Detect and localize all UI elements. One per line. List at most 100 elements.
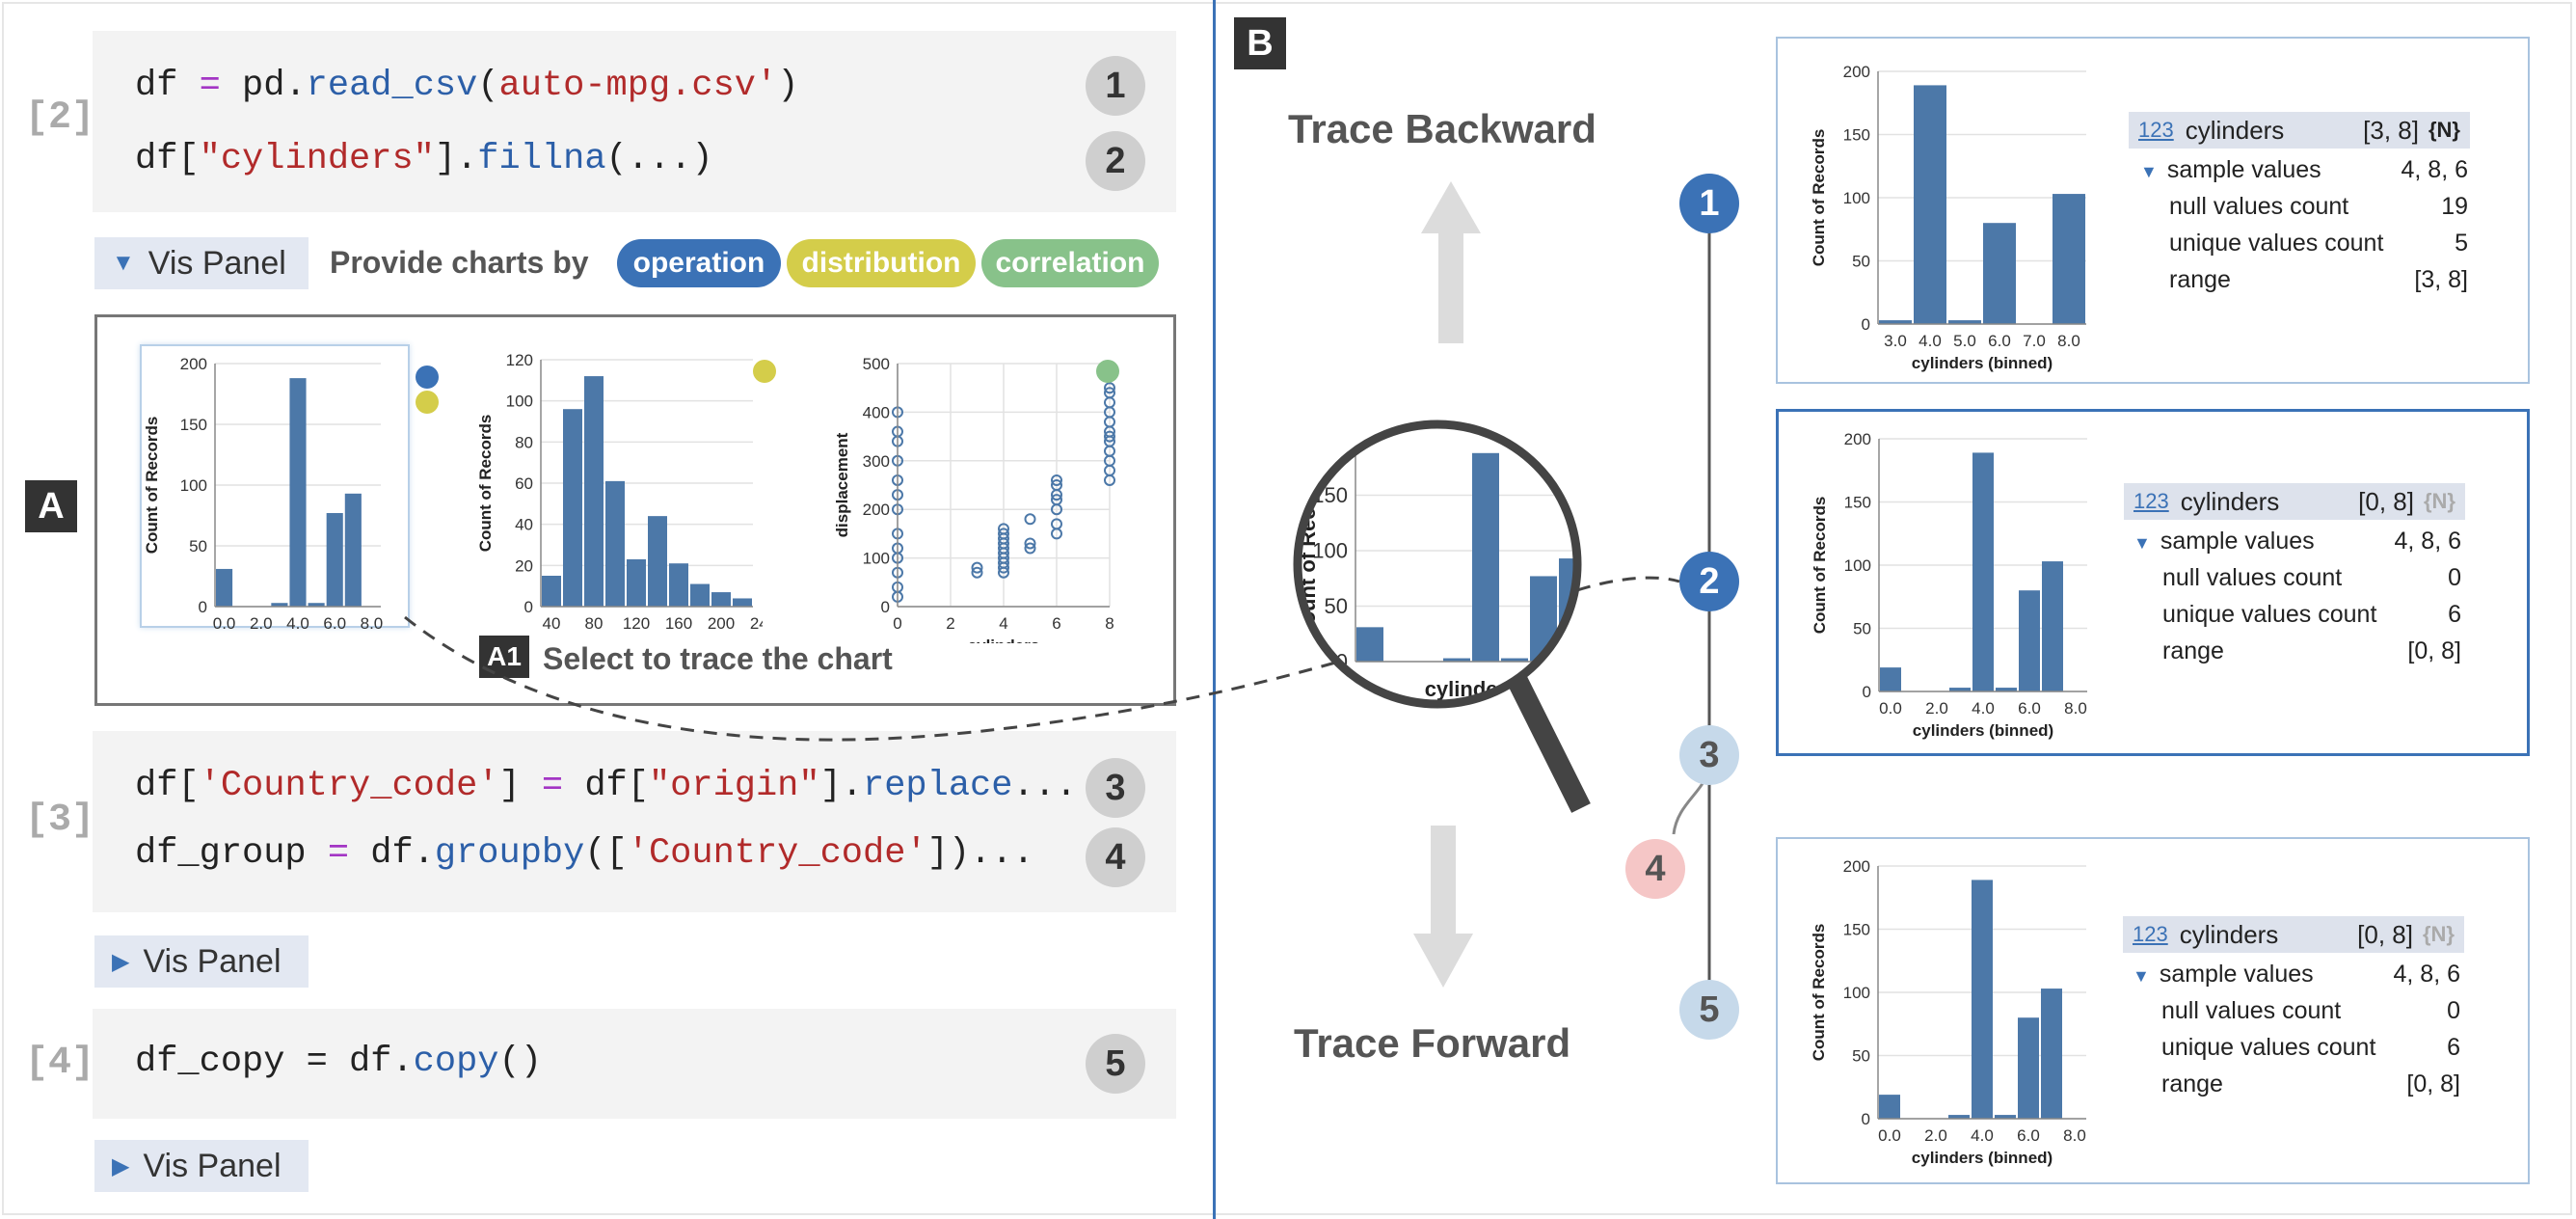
bar <box>542 576 561 607</box>
x-axis-title: cylinders (binned) <box>1912 354 2053 372</box>
vis-panel-toggle-open[interactable]: ▼ Vis Panel <box>94 237 309 289</box>
x-tick-label: 8.0 <box>2063 1126 2086 1145</box>
code-token: 'Country_code' <box>199 766 499 806</box>
bar <box>271 603 288 607</box>
sample-values-row[interactable]: ▼sample values 4, 8, 6 <box>2140 156 2468 184</box>
sample-values-row[interactable]: ▼sample values 4, 8, 6 <box>2133 528 2461 555</box>
vis-panel-toggle-closed-2[interactable]: ▶ Vis Panel <box>94 1140 309 1192</box>
trace-backward-label: Trace Backward <box>1288 106 1597 151</box>
bar <box>563 409 582 607</box>
timeline-node-2[interactable]: 2 <box>1679 552 1739 611</box>
code-line-3[interactable]: df['Country_code'] = df["origin"].replac… <box>135 766 1077 806</box>
y-axis-title: Count of Records <box>1810 129 1828 267</box>
code-token: df[ <box>563 766 649 806</box>
bar <box>1948 320 1981 324</box>
code-line-1[interactable]: df = pd.read_csv(auto-mpg.csv') <box>135 66 798 106</box>
triangle-down-icon: ▼ <box>112 250 135 276</box>
x-tick-label: 4.0 <box>1972 699 1995 718</box>
code-line-2[interactable]: df["cylinders"].fillna(...) <box>135 139 713 179</box>
x-tick-label: 120 <box>623 614 650 633</box>
vis-panel-label: Vis Panel <box>143 1147 282 1184</box>
x-tick-label: 8.0 <box>361 614 384 633</box>
step-badge-3: 3 <box>1086 758 1145 818</box>
cell-label-2: [2] <box>25 96 95 140</box>
arrow-up-icon <box>1421 181 1481 343</box>
bar <box>1995 1115 2016 1119</box>
a1-tag: A1 <box>479 636 529 678</box>
scatter-point <box>1051 494 1062 506</box>
y-tick-label: 20 <box>515 556 533 575</box>
pill-operation[interactable]: operation <box>617 239 781 287</box>
bar <box>1948 1115 1970 1119</box>
pill-distribution[interactable]: distribution <box>787 239 976 287</box>
field-name: cylinders <box>2180 486 2280 516</box>
scatter-point <box>1051 474 1062 486</box>
bar <box>326 512 343 607</box>
bar <box>1501 658 1528 662</box>
x-tick-label: 200 <box>708 614 735 633</box>
code-cell-2[interactable]: df = pd.read_csv(auto-mpg.csv') df["cyli… <box>93 31 1176 212</box>
numeric-type-icon: 123 <box>2138 118 2174 142</box>
provide-charts-label: Provide charts by <box>330 245 589 280</box>
code-cell-3[interactable]: df['Country_code'] = df["origin"].replac… <box>93 731 1176 912</box>
bar <box>2018 1017 2039 1119</box>
field-range: [3, 8] <box>2363 115 2419 145</box>
timeline-node-5[interactable]: 5 <box>1679 980 1739 1040</box>
timeline-node-3[interactable]: 3 <box>1679 725 1739 785</box>
step-badge-4: 4 <box>1086 827 1145 887</box>
cell-label-3: [3] <box>25 799 95 842</box>
y-axis-title: Count of Records <box>1811 497 1829 635</box>
arrow-down-icon <box>1413 826 1473 988</box>
code-token: ]. <box>434 139 478 179</box>
vis-panel-toggle-closed-1[interactable]: ▶ Vis Panel <box>94 935 309 988</box>
bar <box>1443 658 1470 662</box>
chart-horsepower-binned[interactable]: 0204060801001204080120160200240Count of … <box>473 344 763 634</box>
y-tick-label: 500 <box>863 355 890 373</box>
bar <box>1356 627 1383 662</box>
y-tick-label: 100 <box>1843 984 1870 1002</box>
bar <box>1996 688 2017 691</box>
code-line-5[interactable]: df_copy = df.copy() <box>135 1042 542 1082</box>
y-tick-label: 0 <box>881 598 890 616</box>
code-token: copy <box>413 1042 499 1082</box>
null-count-row: null values count 0 <box>2162 564 2461 592</box>
code-line-4[interactable]: df_group = df.groupby(['Country_code']).… <box>135 833 1034 874</box>
x-tick-label: 4 <box>999 614 1007 633</box>
sample-values-row[interactable]: ▼sample values 4, 8, 6 <box>2133 961 2460 989</box>
bar <box>1880 667 1901 691</box>
code-token: pd. <box>220 66 307 106</box>
sample-label: sample values <box>2160 528 2315 555</box>
timeline-node-4[interactable]: 4 <box>1625 839 1685 899</box>
pill-correlation[interactable]: correlation <box>981 239 1159 287</box>
correlation-dot <box>1096 360 1119 383</box>
y-tick-label: 200 <box>1844 430 1871 448</box>
x-tick-label: 2 <box>946 614 954 633</box>
chart-card-cylinders-selected[interactable] <box>140 344 410 628</box>
card-3-field-header: 123 cylinders [0, 8] {N} <box>2123 916 2464 953</box>
chart-displacement-scatter[interactable]: 010020030040050002468displacementcylinde… <box>830 344 1119 643</box>
x-tick-label: 160 <box>665 614 692 633</box>
operation-dot <box>416 366 439 389</box>
bar <box>605 480 625 607</box>
x-tick-label: 4.0 <box>1971 1126 1994 1145</box>
x-tick-label: 2.0 <box>250 614 273 633</box>
bar <box>1972 452 1994 691</box>
sample-value: 4, 8, 6 <box>2401 156 2469 183</box>
y-axis-title: Count of Records <box>1810 924 1828 1062</box>
y-tick-label: 200 <box>1843 63 1870 81</box>
x-tick-label: 6.0 <box>1988 332 2011 350</box>
timeline-node-1[interactable]: 1 <box>1679 174 1739 233</box>
unique-value: 5 <box>2455 230 2468 257</box>
y-tick-label: 50 <box>1325 594 1348 618</box>
code-token: ])... <box>926 833 1034 874</box>
code-cell-4[interactable]: df_copy = df.copy() 5 <box>93 1009 1176 1119</box>
x-tick-label: 0.0 <box>1878 1126 1901 1145</box>
